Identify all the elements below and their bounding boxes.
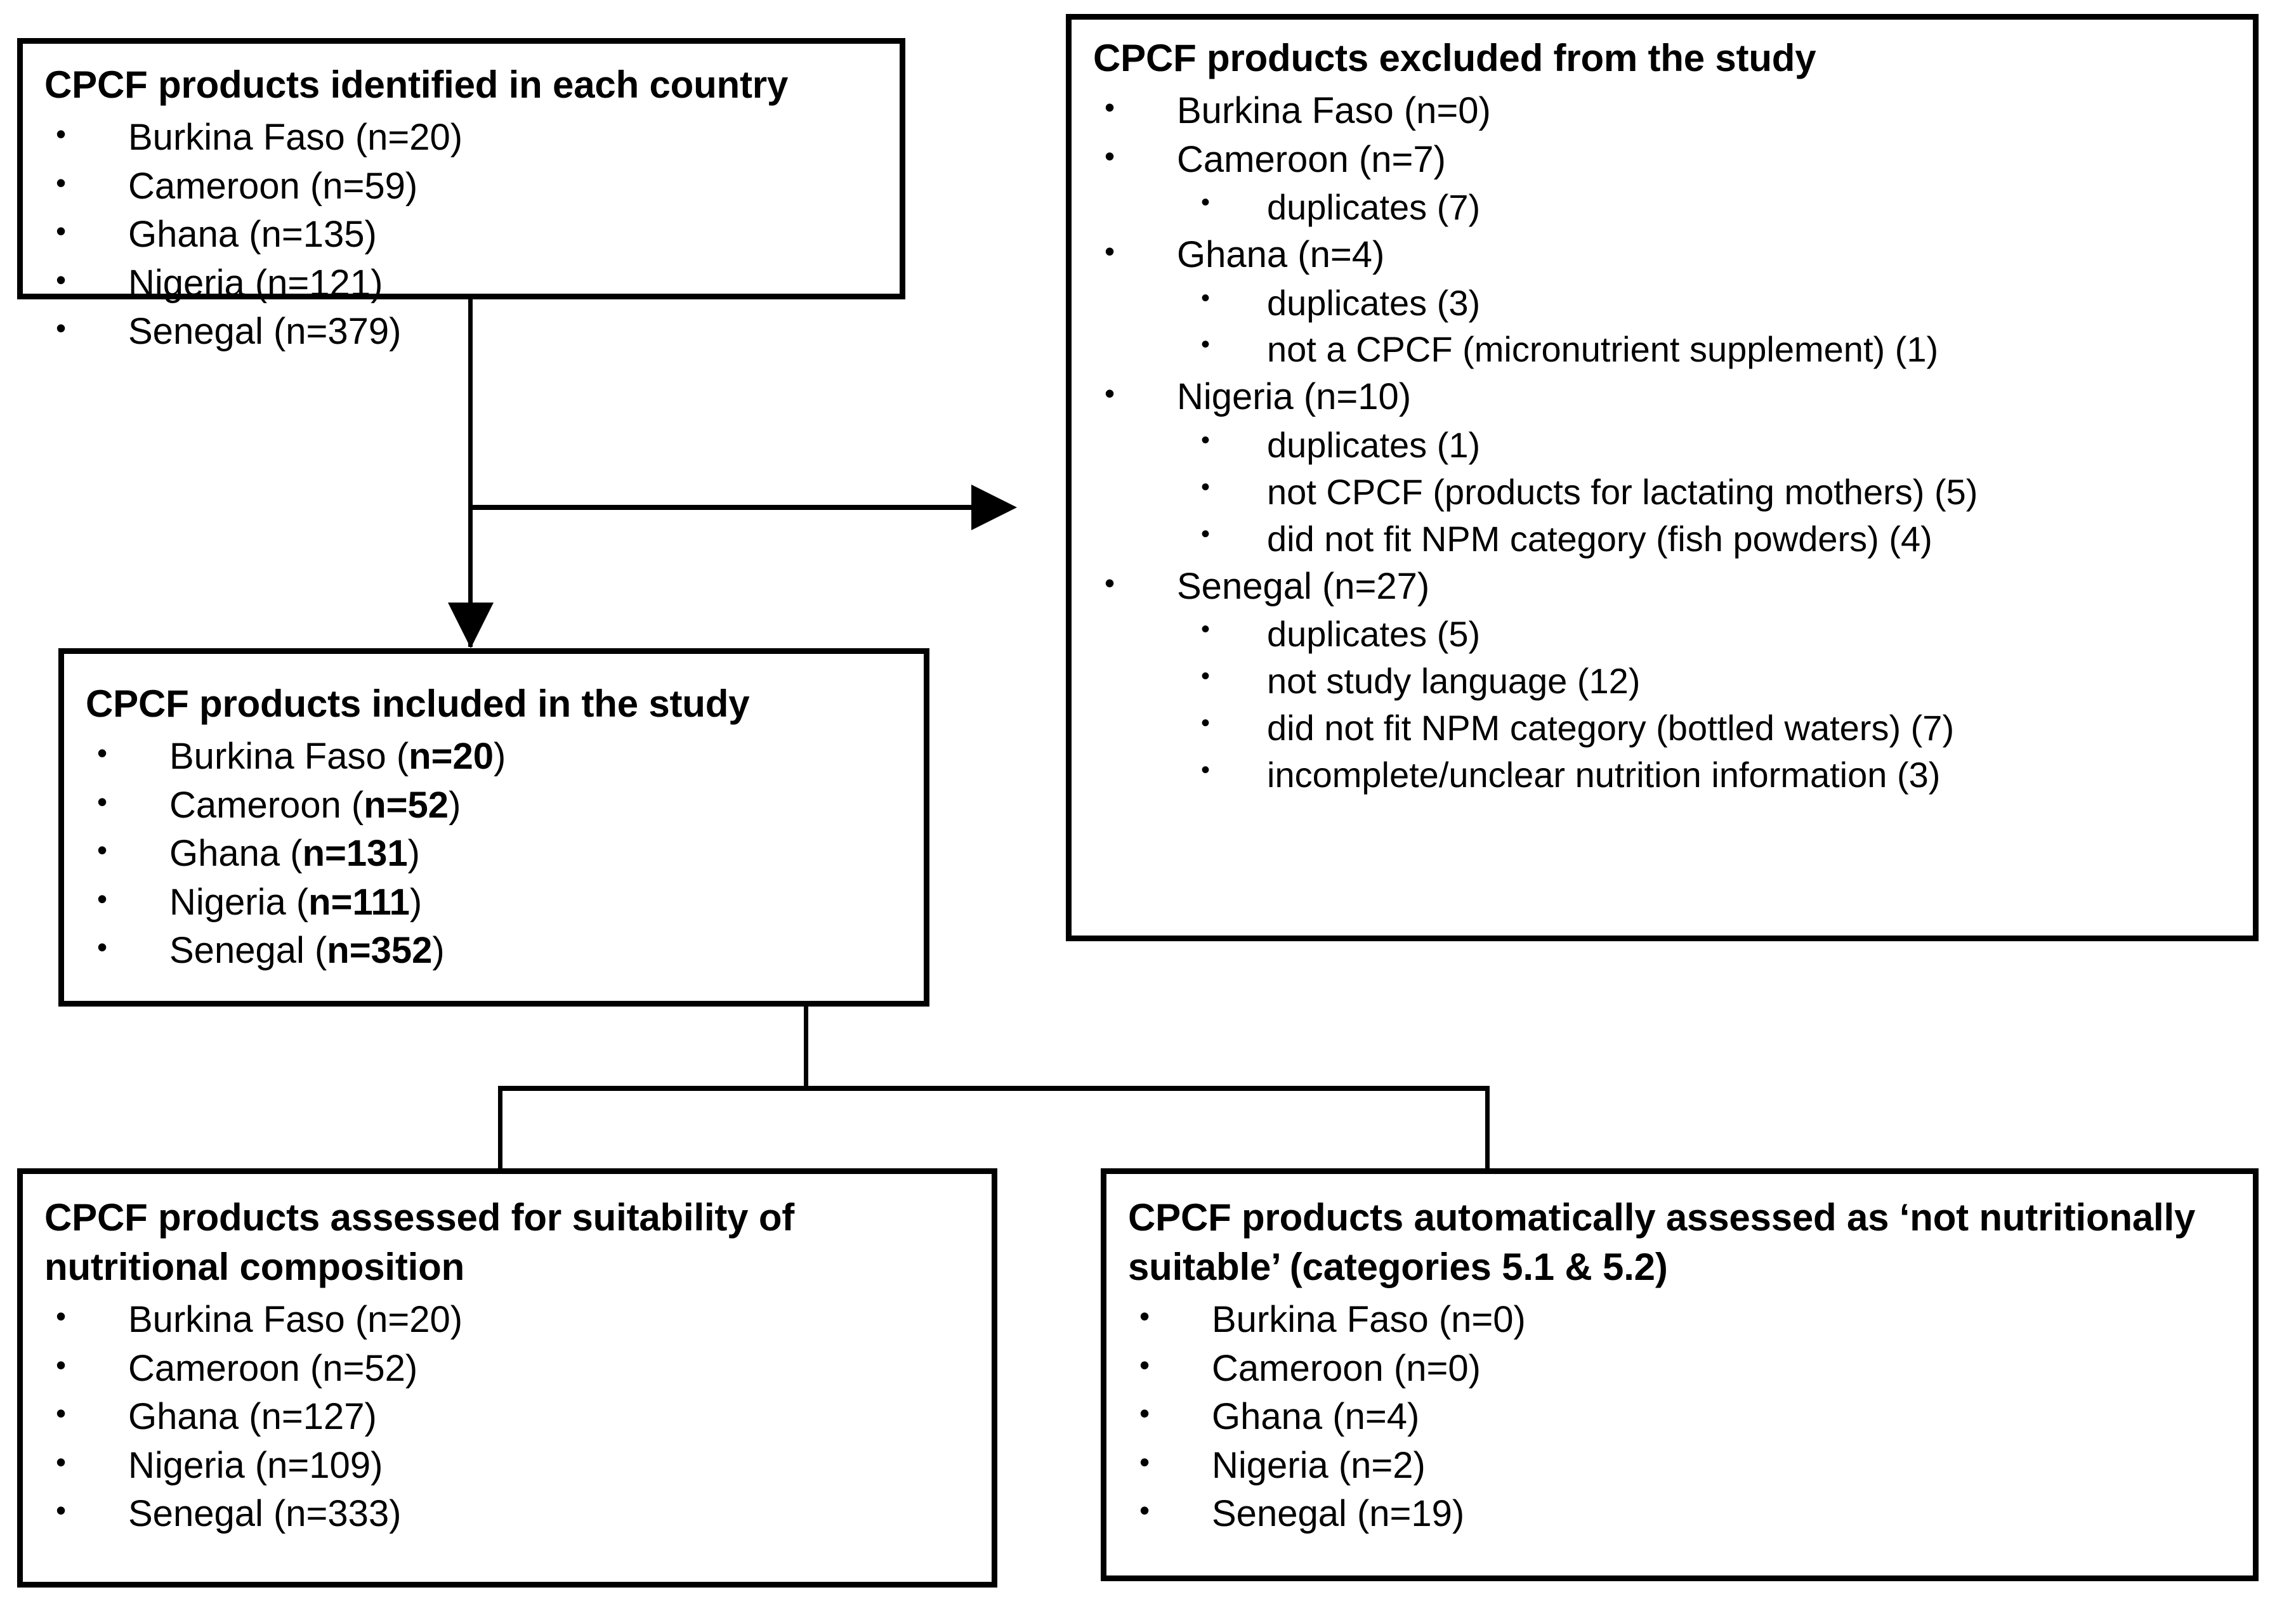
connector-excluded-horizontal [470,505,971,510]
box-cpcf-assessed: CPCF products assessed for suitability o… [17,1168,997,1588]
list-item-sub: did not fit NPM category (bottled waters… [1093,705,2234,752]
item-count: n=20 [409,736,494,777]
list-item: Nigeria (n=10) [1093,373,2234,422]
item-count: n=111 [308,881,410,923]
list-item: Nigeria (n=109) [44,1442,973,1490]
arrowhead-to-included [448,603,494,648]
list-item: Cameroon (n=7) [1093,136,2234,185]
box-identified-title: CPCF products identified in each country [44,63,789,106]
list-item: Senegal (n=352) [86,927,905,975]
arrowhead-to-excluded [971,485,1017,530]
list-item-sub: duplicates (5) [1093,611,2234,658]
box-identified-list: Burkina Faso (n=20) Cameroon (n=59) Ghan… [44,114,881,356]
item-prefix: Ghana ( [169,833,303,875]
list-item: Burkina Faso (n=0) [1128,1296,2234,1345]
list-item: Ghana (n=135) [44,211,881,259]
list-item: Nigeria (n=121) [44,259,881,308]
list-item: Ghana (n=4) [1093,231,2234,280]
list-item: Senegal (n=19) [1128,1490,2234,1539]
list-item: Burkina Faso (n=20) [86,733,905,781]
list-item-sub: not CPCF (products for lactating mothers… [1093,469,2234,516]
box-not-suitable-title: CPCF products automatically assessed as … [1128,1196,2196,1288]
list-item: Burkina Faso (n=20) [44,1296,973,1345]
item-prefix: Nigeria ( [169,881,309,923]
box-assessed-title: CPCF products assessed for suitability o… [44,1196,795,1288]
item-count: n=352 [327,930,433,972]
box-cpcf-identified: CPCF products identified in each country… [17,38,905,352]
connector-to-not-suitable-vertical [1485,1086,1490,1170]
connector-to-assessed-vertical [498,1086,502,1170]
box-included-list: Burkina Faso (n=20) Cameroon (n=52) Ghan… [86,733,905,975]
list-item-sub: not a CPCF (micronutrient supplement) (1… [1093,326,2234,373]
connector-split-horizontal [498,1086,1490,1091]
list-item-sub: duplicates (7) [1093,184,2234,231]
list-item: Nigeria (n=2) [1128,1442,2234,1490]
list-item-sub: not study language (12) [1093,658,2234,705]
box-cpcf-not-suitable: CPCF products automatically assessed as … [1101,1168,2259,1581]
item-count: n=52 [364,784,449,826]
item-suffix: ) [409,881,423,923]
list-item: Burkina Faso (n=0) [1093,87,2234,136]
list-item-sub: did not fit NPM category (fish powders) … [1093,516,2234,563]
list-item: Ghana (n=131) [86,830,905,878]
list-item: Senegal (n=27) [1093,563,2234,611]
box-excluded-list: Burkina Faso (n=0) Cameroon (n=7) duplic… [1093,87,2234,799]
item-count: n=131 [302,833,408,875]
list-item-sub: duplicates (3) [1093,280,2234,327]
box-assessed-list: Burkina Faso (n=20) Cameroon (n=52) Ghan… [44,1296,973,1539]
box-included-title: CPCF products included in the study [86,682,750,725]
box-excluded-title: CPCF products excluded from the study [1093,37,1816,79]
list-item: Cameroon (n=52) [44,1345,973,1393]
item-suffix: ) [493,736,506,777]
list-item-sub: incomplete/unclear nutrition information… [1093,752,2234,799]
list-item: Nigeria (n=111) [86,878,905,927]
item-suffix: ) [449,784,461,826]
list-item: Burkina Faso (n=20) [44,114,881,162]
list-item: Cameroon (n=0) [1128,1345,2234,1393]
list-item: Senegal (n=379) [44,308,881,356]
list-item: Cameroon (n=59) [44,162,881,211]
item-prefix: Senegal ( [169,930,327,972]
box-cpcf-excluded: CPCF products excluded from the study Bu… [1066,14,2259,941]
item-suffix: ) [407,833,420,875]
box-not-suitable-list: Burkina Faso (n=0) Cameroon (n=0) Ghana … [1128,1296,2234,1539]
list-item: Ghana (n=127) [44,1393,973,1442]
list-item: Senegal (n=333) [44,1490,973,1539]
item-prefix: Cameroon ( [169,784,364,826]
list-item: Cameroon (n=52) [86,781,905,830]
connector-included-vertical [804,1007,808,1090]
box-cpcf-included: CPCF products included in the study Burk… [58,648,929,1007]
item-suffix: ) [432,930,445,972]
list-item: Ghana (n=4) [1128,1393,2234,1442]
item-prefix: Burkina Faso ( [169,736,409,777]
list-item-sub: duplicates (1) [1093,422,2234,469]
connector-identified-vertical [468,299,473,647]
